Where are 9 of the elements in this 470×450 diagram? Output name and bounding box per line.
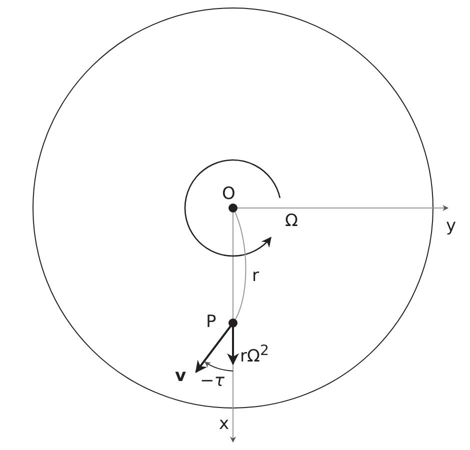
angle-label: −τ <box>200 373 224 390</box>
acceleration-label: rΩ$^{2}$ <box>240 344 269 366</box>
vector-label: v <box>175 368 186 385</box>
axis-label: y <box>446 218 456 235</box>
axis-label: x <box>219 416 230 433</box>
point-label: O <box>222 186 236 203</box>
angular-velocity-label: Ω <box>285 213 298 230</box>
point-label: P <box>206 314 216 331</box>
distance-label: r <box>252 268 259 285</box>
